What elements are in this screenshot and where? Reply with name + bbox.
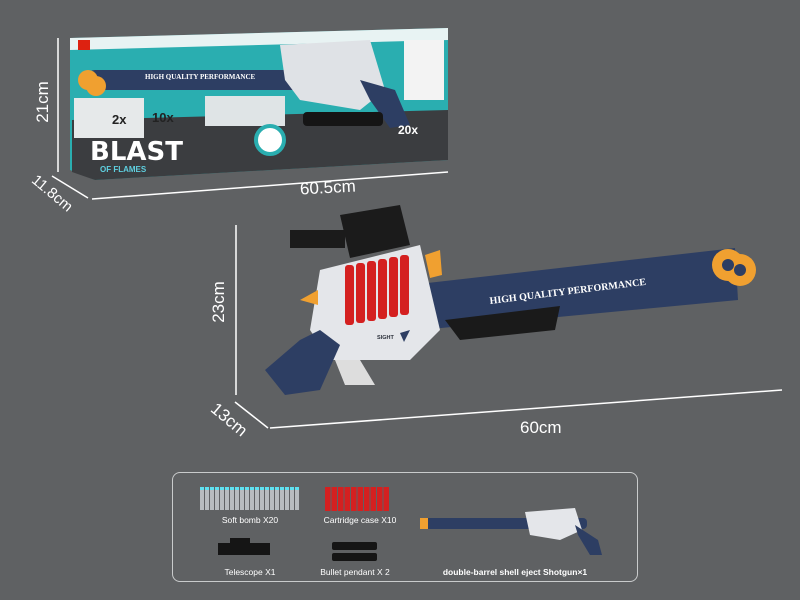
box-brand: BLAST [90,137,183,167]
dart [215,488,219,510]
box-brand-sub: OF FLAMES [100,165,147,174]
dart [255,488,259,510]
dart-tip [205,487,209,490]
dart [275,488,279,510]
gun-length-label: 60cm [520,418,562,437]
dart-tip [235,487,239,490]
dart-tip [255,487,259,490]
dart-tip [285,487,289,490]
shotgun [265,205,756,395]
dart [210,488,214,510]
box-width-label: 60.5cm [299,176,357,199]
shell [364,487,370,511]
shell [383,487,389,511]
dart [260,488,264,510]
dart-tip [275,487,279,490]
content-telescope: Telescope X1 [224,567,276,577]
dart-tip [295,487,299,490]
shell [351,487,357,511]
dart [290,488,294,510]
badge-20x: 20x [398,123,418,137]
dart-tip [220,487,224,490]
dart-tip [265,487,269,490]
gun-sight-text: SIGHT [377,335,394,341]
dart-tip [210,487,214,490]
contents-graphics [200,487,602,561]
badge-10x: 10x [152,110,174,125]
content-cartridge-case: Cartridge case X10 [323,515,397,525]
dart [265,488,269,510]
dart [225,488,229,510]
dart [295,488,299,510]
shell [377,487,383,511]
dart [280,488,284,510]
telescope [218,543,270,555]
dart-tip [280,487,284,490]
gun-height-label: 23cm [208,281,228,323]
dart-tip [225,487,229,490]
cartridge-shells [325,487,389,511]
shell [325,487,331,511]
badge-2x: 2x [112,112,127,127]
dart-tip [230,487,234,490]
shell [357,487,363,511]
dart [230,488,234,510]
dart-tip [215,487,219,490]
dimension-lines [51,38,783,429]
dart-tip [290,487,294,490]
dart [270,488,274,510]
shell [338,487,344,511]
dart [220,488,224,510]
dart-tip [250,487,254,490]
dart-tip [260,487,264,490]
dart-tip [240,487,244,490]
shell [370,487,376,511]
box-height-label: 21cm [32,81,52,123]
dart-tip [245,487,249,490]
box-tagline: HIGH QUALITY PERFORMANCE [145,73,256,81]
soft-bomb-darts [200,487,299,510]
package-box [70,28,448,180]
content-shotgun: double-barrel shell eject Shotgun×1 [442,567,588,577]
dart [250,488,254,510]
dart [200,488,204,510]
dart [245,488,249,510]
dart-tip [200,487,204,490]
dart [205,488,209,510]
dart [240,488,244,510]
dart [285,488,289,510]
shell [331,487,337,511]
shell [344,487,350,511]
content-soft-bomb: Soft bomb X20 [221,515,279,525]
contents-panel [172,472,638,582]
bullet-pendant [332,542,377,550]
content-bullet-pendant: Bullet pendant X 2 [320,567,390,577]
dart-tip [270,487,274,490]
dart [235,488,239,510]
